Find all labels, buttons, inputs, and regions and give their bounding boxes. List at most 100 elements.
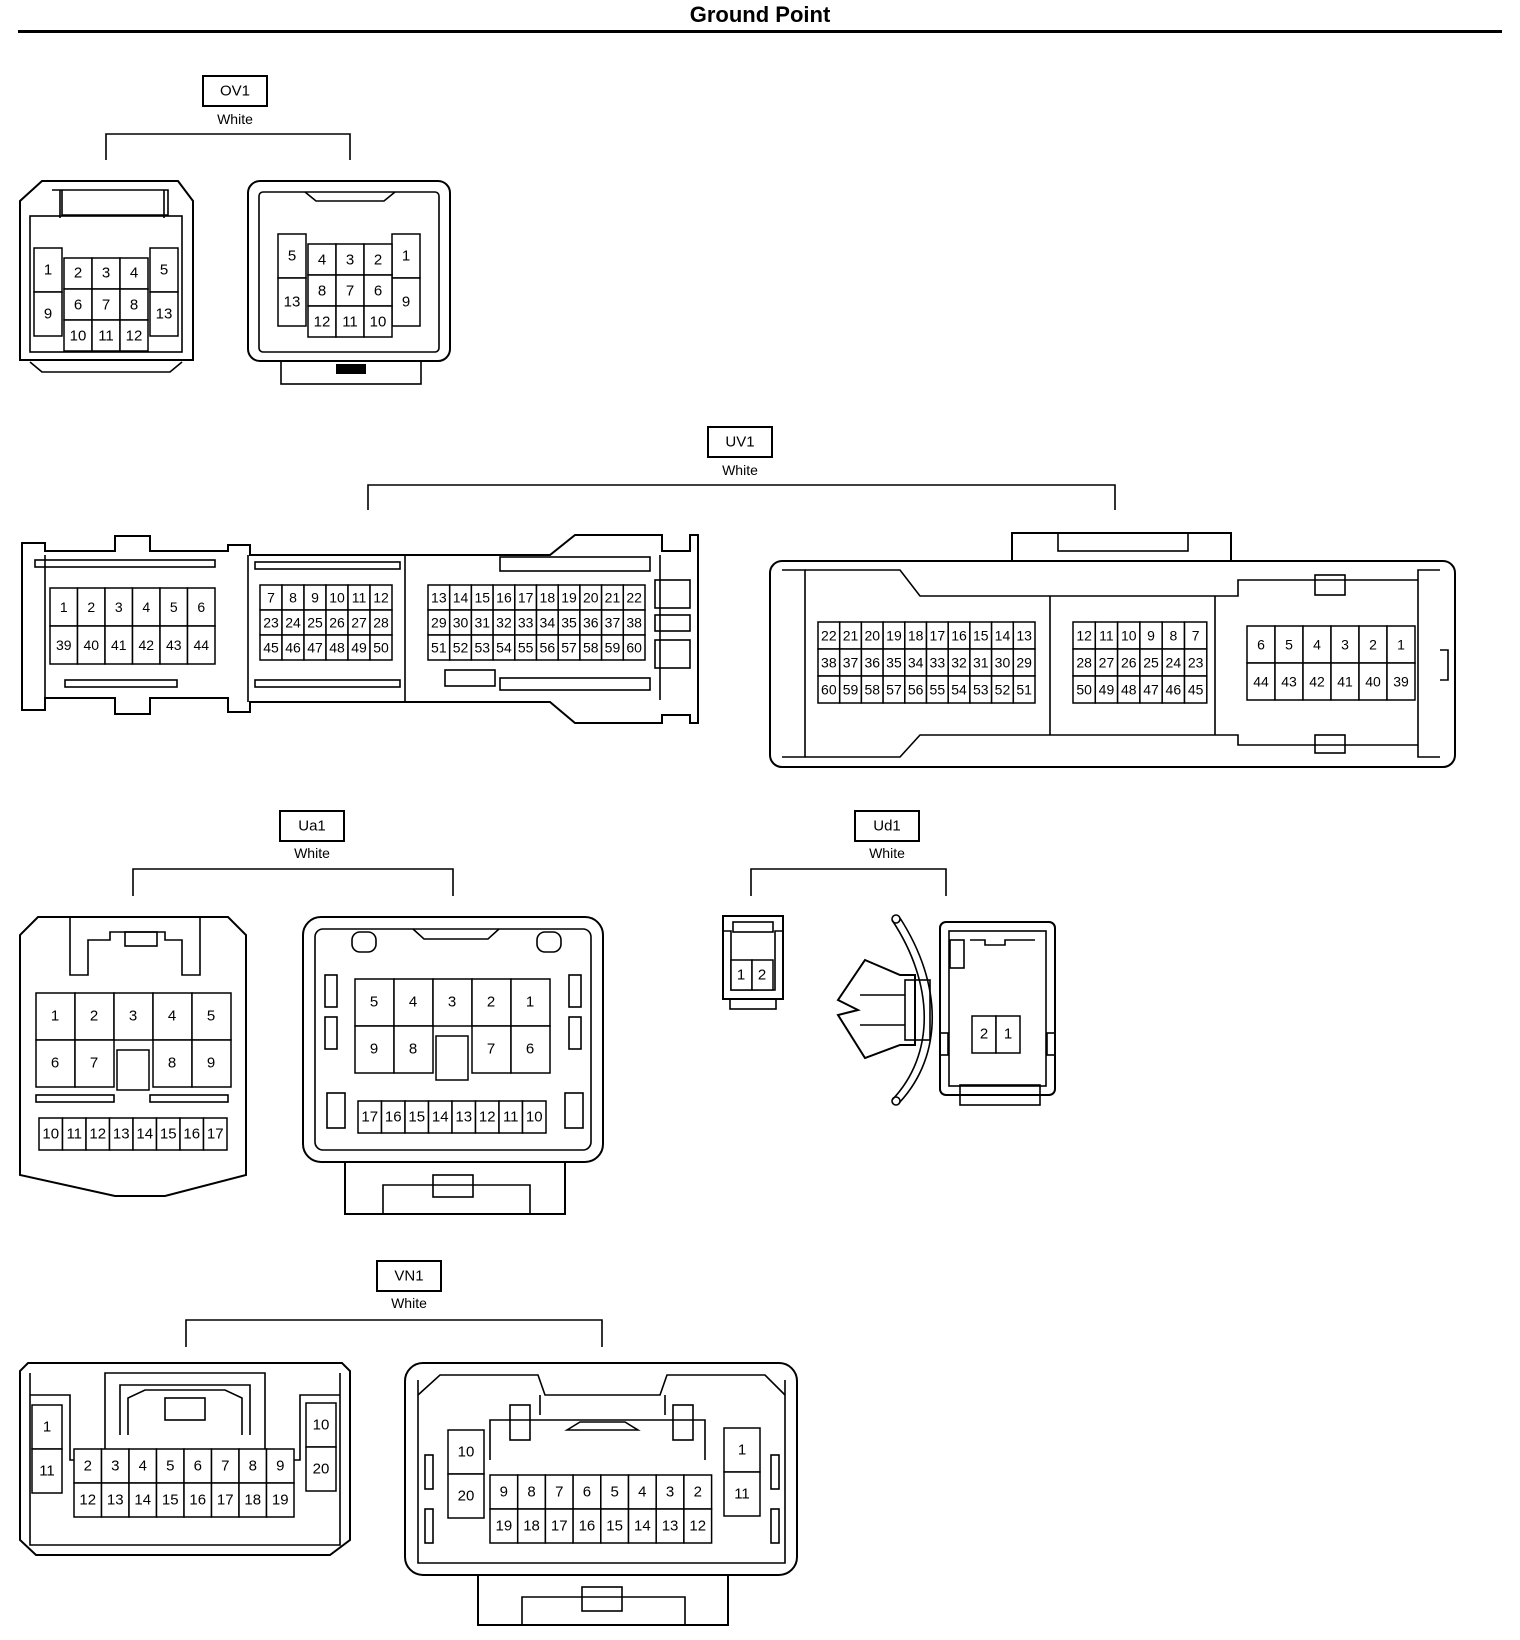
pin: 4 xyxy=(409,994,417,1011)
pin: 47 xyxy=(307,640,323,656)
pin: 1 xyxy=(402,248,410,265)
pin: 11 xyxy=(503,1109,519,1126)
pin: 42 xyxy=(138,637,154,653)
pin: 41 xyxy=(111,637,127,653)
pin: 58 xyxy=(583,640,599,656)
connector-code-vn1: VN1 xyxy=(394,1268,423,1285)
pin: 14 xyxy=(995,628,1011,644)
ua1-pins-right: 5 4 3 2 1 9 8 7 6 xyxy=(354,978,551,1081)
bracket xyxy=(750,868,947,896)
pin-cell xyxy=(655,1508,685,1544)
pin: 1 xyxy=(51,1008,59,1025)
pin: 37 xyxy=(843,655,859,671)
pin: 44 xyxy=(1253,674,1269,690)
pin: 26 xyxy=(329,615,345,631)
pin: 12 xyxy=(373,590,389,606)
pin: 33 xyxy=(930,655,946,671)
pin-cell xyxy=(49,587,79,627)
pin: 12 xyxy=(126,328,143,345)
pin: 18 xyxy=(908,628,924,644)
pin: 3 xyxy=(111,1458,119,1475)
pin: 22 xyxy=(626,590,642,606)
pin-cell xyxy=(186,587,216,627)
connector-code-ov1: OV1 xyxy=(220,83,250,100)
pin: 15 xyxy=(973,628,989,644)
pin: 7 xyxy=(221,1458,229,1475)
pin: 47 xyxy=(1143,682,1159,698)
pin: 23 xyxy=(263,615,279,631)
pin: 11 xyxy=(1099,628,1114,644)
pin: 52 xyxy=(453,640,469,656)
pin: 54 xyxy=(951,682,967,698)
pin-cell xyxy=(238,1448,268,1484)
pin: 14 xyxy=(453,590,469,606)
connector-code-ud1: Ud1 xyxy=(873,818,901,835)
pin: 8 xyxy=(318,283,326,300)
pin: 31 xyxy=(474,615,490,631)
pin: 16 xyxy=(385,1109,402,1126)
pin: 32 xyxy=(496,615,512,631)
pin: 18 xyxy=(244,1492,261,1509)
connector-color-ov1: White xyxy=(217,111,253,127)
pin-cell xyxy=(489,1508,519,1544)
pin: 28 xyxy=(1076,655,1092,671)
pin: 15 xyxy=(408,1109,425,1126)
pin: 46 xyxy=(285,640,301,656)
pin: 56 xyxy=(908,682,924,698)
pin: 35 xyxy=(886,655,902,671)
bracket xyxy=(367,484,1116,510)
pin: 11 xyxy=(342,314,358,331)
pin: 53 xyxy=(973,682,989,698)
pin-cell xyxy=(202,1117,228,1151)
pin: 17 xyxy=(930,628,946,644)
pin: 2 xyxy=(694,1484,702,1501)
pin: 12 xyxy=(89,1126,106,1143)
pin: 55 xyxy=(518,640,534,656)
pin: 15 xyxy=(606,1518,623,1535)
pin: 17 xyxy=(207,1126,224,1143)
pin: 13 xyxy=(455,1109,472,1126)
pin: 4 xyxy=(168,1008,176,1025)
pin: 4 xyxy=(130,265,138,282)
connector-color-vn1: White xyxy=(391,1295,427,1311)
pin: 5 xyxy=(610,1484,618,1501)
pin: 6 xyxy=(583,1484,591,1501)
pin-cell xyxy=(238,1482,268,1518)
pin: 30 xyxy=(995,655,1011,671)
pin: 22 xyxy=(821,628,837,644)
pin: 11 xyxy=(734,1486,750,1503)
pin: 12 xyxy=(79,1492,96,1509)
pin: 3 xyxy=(448,994,456,1011)
pin: 19 xyxy=(561,590,577,606)
pin: 25 xyxy=(307,615,323,631)
pin: 12 xyxy=(314,314,331,331)
pin: 35 xyxy=(561,615,577,631)
pin: 5 xyxy=(1285,637,1293,653)
pin: 39 xyxy=(1393,674,1409,690)
pin: 6 xyxy=(374,283,382,300)
pin: 1 xyxy=(1004,1026,1012,1043)
pin: 16 xyxy=(496,590,512,606)
pin: 24 xyxy=(285,615,301,631)
pin: 50 xyxy=(373,640,389,656)
pin: 51 xyxy=(1016,682,1032,698)
pin: 12 xyxy=(1076,628,1092,644)
ud1-pins-left: 1 2 xyxy=(730,959,774,991)
pin: 9 xyxy=(44,306,52,323)
pin: 3 xyxy=(1341,637,1349,653)
pin: 3 xyxy=(115,599,123,615)
pin: 16 xyxy=(183,1126,200,1143)
bracket xyxy=(132,868,454,896)
pin: 44 xyxy=(193,637,209,653)
pin-cell xyxy=(1386,662,1416,701)
pin-cell xyxy=(100,1448,130,1484)
pin-cell xyxy=(683,1474,713,1510)
